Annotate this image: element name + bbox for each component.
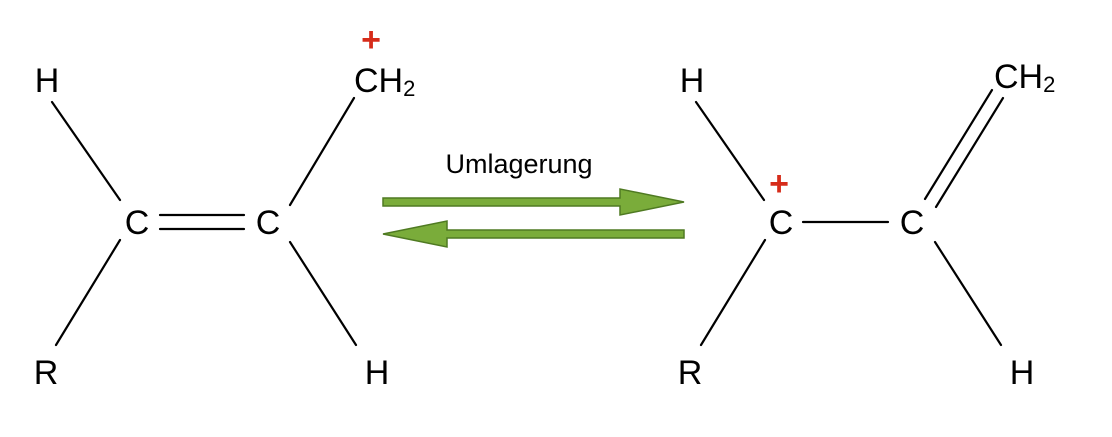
double-bond-right-a: [923, 88, 994, 201]
bond-right-h-c1: [694, 100, 766, 202]
atom-right-r: R: [678, 354, 703, 392]
atom-right-h-top: H: [680, 62, 705, 100]
bond-right-c2-h: [933, 240, 1003, 347]
atom-left-c2: C: [256, 204, 281, 242]
equilibrium-arrows: Umlagerung: [382, 149, 685, 248]
arrow-label: Umlagerung: [445, 149, 592, 179]
left-molecule: H C C R H CH2 +: [34, 21, 416, 392]
right-molecule: H C + C R H CH2: [678, 58, 1056, 392]
charge-right-c1: +: [769, 165, 789, 203]
bond-left-c2-ch2: [288, 96, 356, 207]
atom-left-ch: CH: [354, 62, 403, 100]
atom-right-c1: C: [769, 204, 794, 242]
atom-right-ch2: CH2: [994, 58, 1055, 97]
atom-right-c2: C: [900, 204, 925, 242]
atom-right-ch: CH: [994, 58, 1043, 96]
atom-left-ch2: CH2: [354, 62, 415, 101]
atom-left-c1: C: [125, 204, 150, 242]
forward-arrow: [382, 188, 685, 216]
atom-right-ch-subscript: 2: [1043, 72, 1055, 97]
atom-left-h-top: H: [35, 62, 60, 100]
atom-right-h-bottom: H: [1010, 354, 1035, 392]
bond-left-r-c1: [54, 238, 122, 347]
reverse-arrow: [382, 220, 685, 248]
bond-right-r-c1: [699, 238, 767, 347]
atom-left-r: R: [34, 354, 59, 392]
charge-left-ch2: +: [361, 21, 381, 59]
double-bond-right-b: [934, 96, 1005, 209]
atom-left-h-bottom: H: [365, 354, 390, 392]
bond-left-c2-h: [288, 240, 358, 347]
atom-left-ch-subscript: 2: [403, 76, 415, 101]
bond-left-h-c1: [50, 100, 122, 202]
